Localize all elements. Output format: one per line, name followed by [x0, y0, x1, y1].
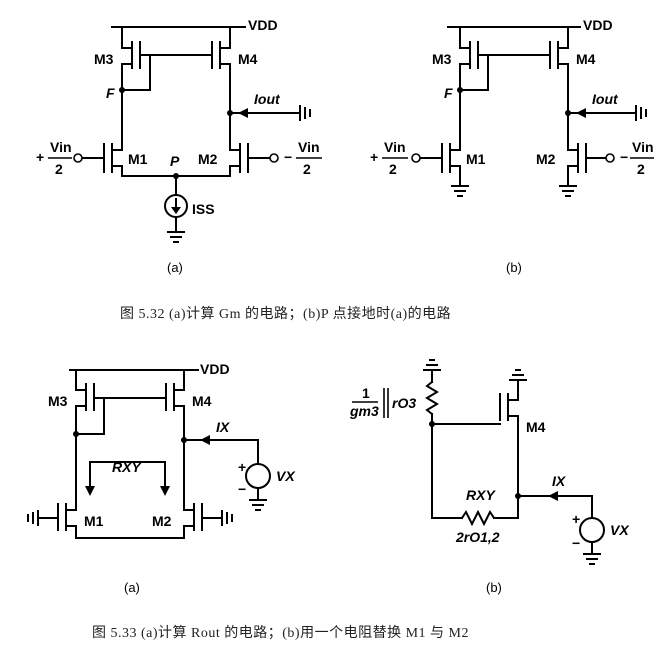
fig533b-circuit: 1 gm3 rO3 M4 IX + − VX — [349, 359, 630, 565]
gm3-denominator: gm3 — [349, 403, 379, 419]
gm3-numerator: 1 — [362, 385, 370, 401]
m3-label-b: M3 — [432, 51, 452, 67]
vin-denominator-left-b: 2 — [389, 161, 397, 177]
m2-label: M2 — [198, 151, 218, 167]
node-f-label-b: F — [444, 85, 453, 101]
vin-plus-sign-b: + — [370, 149, 378, 165]
vin-plus-sign: + — [36, 149, 44, 165]
ro12-label: 2rO1,2 — [455, 529, 500, 545]
m3-label: M3 — [94, 51, 114, 67]
m1-label-b: M1 — [466, 151, 486, 167]
vdd-label-533a: VDD — [200, 361, 230, 377]
iout-label-b: Iout — [592, 91, 619, 107]
vin-label-left: Vin — [50, 139, 72, 155]
m4-label: M4 — [238, 51, 258, 67]
m3-label-533a: M3 — [48, 393, 68, 409]
fig533a-label: (a) — [124, 580, 140, 595]
fig532b-label: (b) — [506, 260, 522, 275]
m2-label-533a: M2 — [152, 513, 172, 529]
iout-label: Iout — [254, 91, 281, 107]
vin-minus-sign-b: − — [620, 149, 628, 165]
fig532a-label: (a) — [167, 260, 183, 275]
vin-label-right: Vin — [298, 139, 320, 155]
m1-label: M1 — [128, 151, 148, 167]
m4-label-533b: M4 — [526, 419, 546, 435]
fig532a-circuit: VDD M3 M4 F Iout — [36, 17, 322, 243]
m4-label-b: M4 — [576, 51, 596, 67]
vdd-label-b: VDD — [583, 17, 613, 33]
ix-label-533a: IX — [216, 419, 231, 435]
fig533-caption: 图 5.33 (a)计算 Rout 的电路；(b)用一个电阻替换 M1 与 M2 — [92, 626, 469, 641]
vin-label-right-b: Vin — [632, 139, 654, 155]
vx-plus-533a: + — [238, 459, 246, 475]
ix-label-533b: IX — [552, 473, 567, 489]
node-p-label: P — [170, 153, 180, 169]
vx-plus-533b: + — [572, 511, 580, 527]
rxy-label-533b: RXY — [466, 487, 496, 503]
fig533b-label: (b) — [486, 580, 502, 595]
vx-minus-533b: − — [572, 535, 580, 551]
vin-denominator-right: 2 — [303, 161, 311, 177]
ro3-label: rO3 — [392, 395, 416, 411]
vx-label-533b: VX — [610, 522, 630, 538]
vin-label-left-b: Vin — [384, 139, 406, 155]
vin-minus-sign: − — [284, 149, 292, 165]
vx-minus-533a: − — [238, 481, 246, 497]
vin-denominator-left: 2 — [55, 161, 63, 177]
iss-label: ISS — [192, 201, 215, 217]
vin-denominator-right-b: 2 — [637, 161, 645, 177]
fig532b-circuit: VDD M3 M4 F Iout — [370, 17, 654, 197]
m4-label-533a: M4 — [192, 393, 212, 409]
vdd-label: VDD — [248, 17, 278, 33]
fig532-caption: 图 5.32 (a)计算 Gm 的电路；(b)P 点接地时(a)的电路 — [120, 307, 452, 322]
vx-label-533a: VX — [276, 468, 296, 484]
m2-label-b: M2 — [536, 151, 556, 167]
fig533a-circuit: VDD M3 M4 IX + − VX RX — [27, 361, 296, 539]
node-f-label: F — [106, 85, 115, 101]
m1-label-533a: M1 — [84, 513, 104, 529]
